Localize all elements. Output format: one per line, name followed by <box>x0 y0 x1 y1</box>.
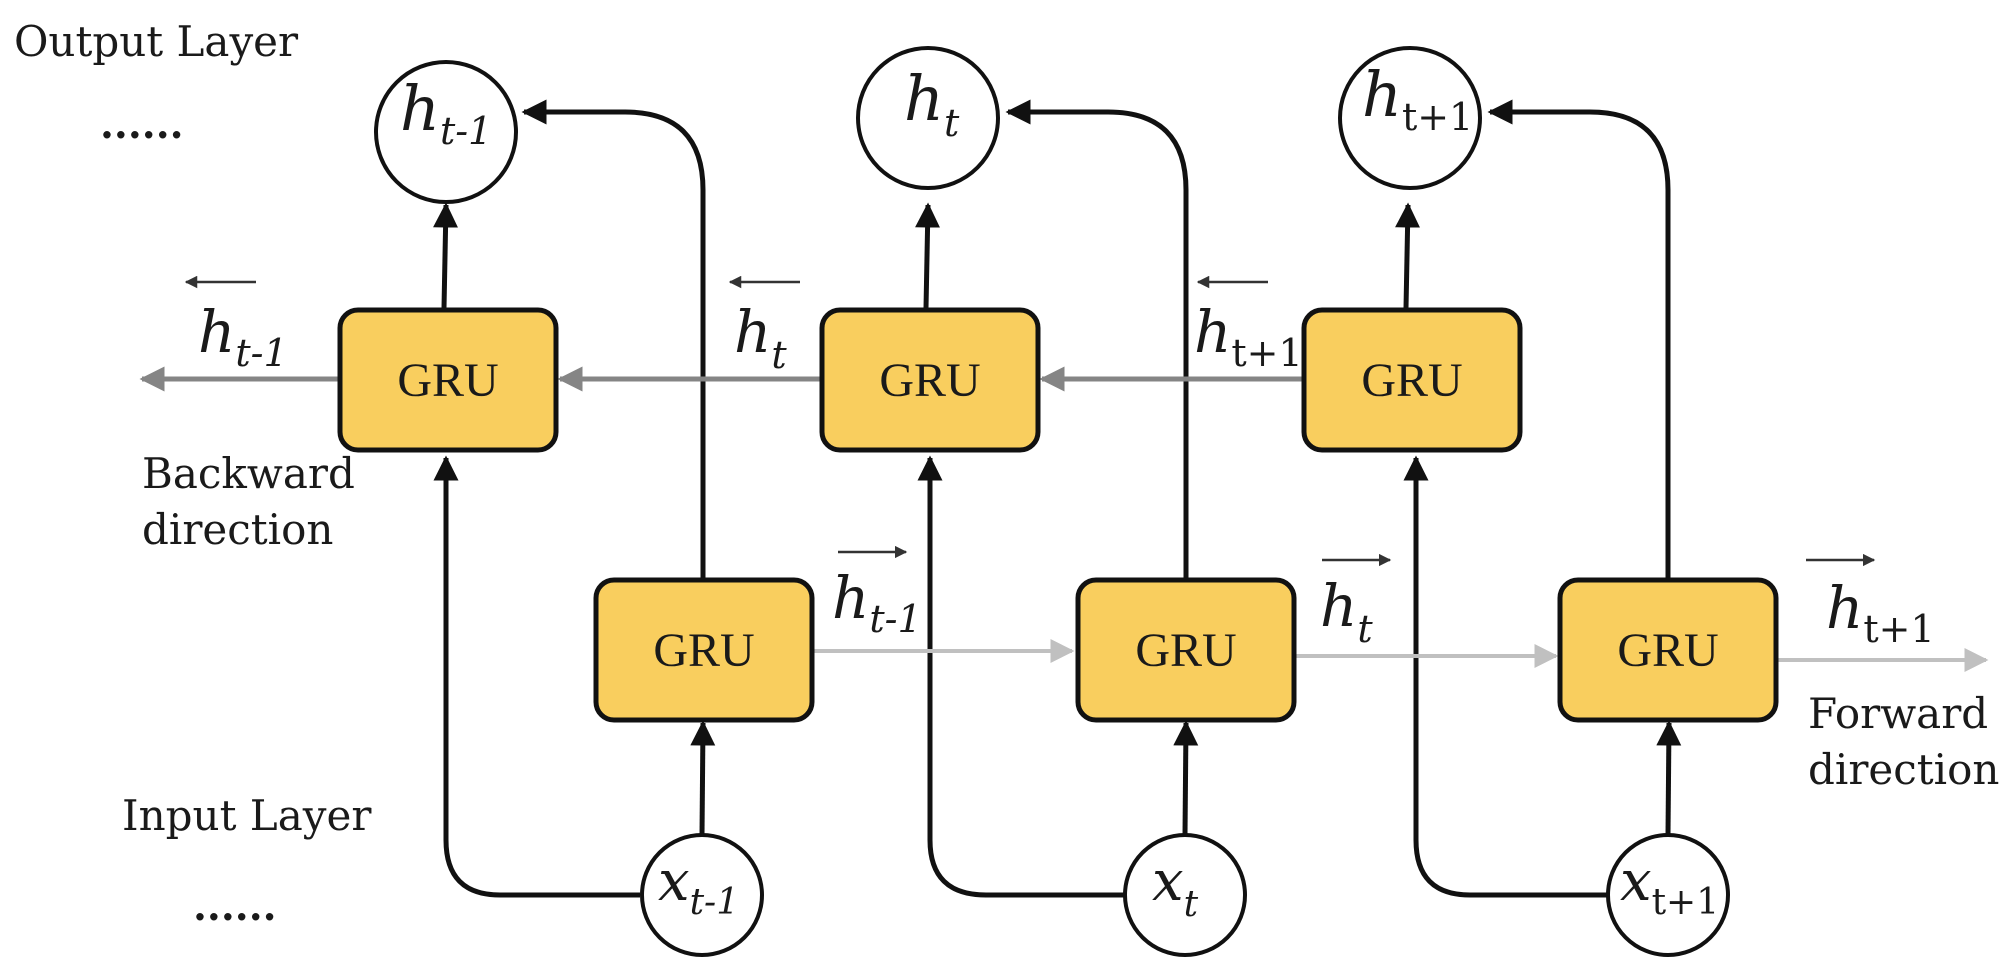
output-subscript: t-1 <box>440 109 492 153</box>
forward-gru-cell-3: GRU <box>1557 577 1779 723</box>
backward-state-label-1: ht-1 <box>184 275 288 375</box>
forward-gru-cell-2: GRU <box>1075 577 1297 723</box>
backward-gru-cell-2: GRU <box>819 307 1041 453</box>
input-node-1: xt-1 <box>640 833 764 957</box>
gru-label: GRU <box>653 624 754 677</box>
input-subscript: t-1 <box>690 882 740 923</box>
input-subscript: t+1 <box>1652 882 1720 923</box>
svg-text:ht-1: ht-1 <box>832 564 922 641</box>
wire-input-to-backward-gru-1 <box>433 455 640 898</box>
input-var: x <box>658 849 690 914</box>
gru-label: GRU <box>1135 624 1236 677</box>
svg-text:xt+1: xt+1 <box>1620 849 1719 923</box>
gru-label: GRU <box>1617 624 1718 677</box>
forward-state-label-2: ht <box>1320 553 1392 651</box>
svg-text:ht+1: ht+1 <box>1362 58 1473 139</box>
forward-state-label-1: ht-1 <box>832 545 922 641</box>
output-node-3: ht+1 <box>1338 46 1482 190</box>
input-node-2: xt <box>1123 833 1247 957</box>
backward-gru-cell-3: GRU <box>1301 307 1523 453</box>
svg-text:ht: ht <box>1320 572 1373 651</box>
wire-input-to-forward-gru-1 <box>690 720 716 836</box>
wire-input-to-forward-gru-2 <box>1173 720 1199 836</box>
wire-backward-gru-to-output-2 <box>915 202 941 309</box>
input-node-3: xt+1 <box>1606 833 1730 957</box>
gru-label: GRU <box>1361 354 1462 407</box>
svg-text:ht+1: ht+1 <box>1826 574 1935 651</box>
input-var: x <box>1152 849 1184 914</box>
svg-text:xt-1: xt-1 <box>658 849 739 923</box>
gru-label: GRU <box>879 354 980 407</box>
wire-input-to-backward-gru-2 <box>917 455 1125 898</box>
svg-text:ht-1: ht-1 <box>198 298 288 375</box>
output-node-2: ht <box>856 46 1000 190</box>
input-var: x <box>1620 849 1652 914</box>
wire-forward-gru-to-output-1 <box>521 99 706 580</box>
output-subscript: t+1 <box>1402 95 1473 139</box>
wire-backward-gru-to-output-3 <box>1395 202 1421 309</box>
output-var: h <box>1362 58 1402 131</box>
wire-forward-gru-to-output-3 <box>1487 99 1671 580</box>
svg-text:xt: xt <box>1152 849 1199 925</box>
backward-state-label-3: ht+1 <box>1194 275 1303 375</box>
wire-input-to-backward-gru-3 <box>1403 455 1610 898</box>
output-ellipsis: ...... <box>100 101 184 148</box>
output-subscript: t <box>944 101 960 145</box>
input-layer-label: Input Layer <box>122 791 372 840</box>
wire-input-to-forward-gru-3 <box>1656 720 1682 836</box>
svg-text:ht+1: ht+1 <box>1194 298 1303 375</box>
forward-direction-label: Forward direction <box>1808 689 2002 794</box>
input-subscript: t <box>1184 884 1199 925</box>
forward-gru-cell-1: GRU <box>593 577 815 723</box>
output-var: h <box>400 72 440 145</box>
output-node-1: ht-1 <box>374 60 518 204</box>
wire-backward-gru-to-output-1 <box>433 202 459 309</box>
svg-text:ht-1: ht-1 <box>400 72 492 153</box>
backward-state-label-2: ht <box>728 275 800 377</box>
svg-text:ht: ht <box>734 298 787 377</box>
backward-direction-label: Backward direction <box>142 449 368 554</box>
input-ellipsis: ...... <box>193 883 277 930</box>
output-var: h <box>904 62 944 135</box>
backward-gru-cell-1: GRU <box>337 307 559 453</box>
output-layer-label: Output Layer <box>14 17 299 66</box>
svg-text:ht: ht <box>904 62 960 145</box>
forward-state-label-3: ht+1 <box>1806 553 1935 651</box>
wire-forward-gru-to-output-2 <box>1005 99 1189 580</box>
gru-label: GRU <box>397 354 498 407</box>
